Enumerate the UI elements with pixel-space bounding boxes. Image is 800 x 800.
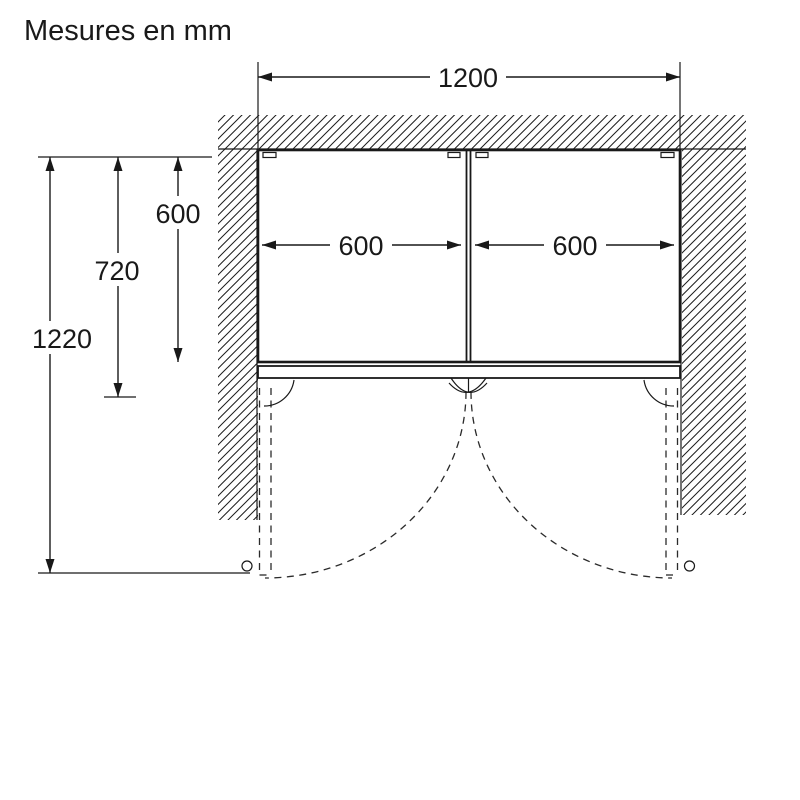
page-title: Mesures en mm xyxy=(24,15,232,47)
wall-top-band xyxy=(218,115,746,149)
left-door-swing-arc xyxy=(264,391,467,579)
hinge-mark-right xyxy=(660,151,675,159)
hinge-mark-center-right xyxy=(475,151,489,159)
label-plate xyxy=(149,196,207,229)
wall-hatching xyxy=(218,115,746,520)
left-hinge-corner-arc xyxy=(263,379,295,407)
wall-right-column xyxy=(682,149,746,515)
hinge-mark-left xyxy=(262,151,277,159)
right-door-swing-arc xyxy=(470,391,673,579)
door-swing xyxy=(241,388,696,579)
label-plate xyxy=(544,228,606,261)
door-front-band xyxy=(257,365,681,379)
right-door-handle-open xyxy=(683,560,696,572)
label-plate xyxy=(26,321,98,354)
appliance xyxy=(256,148,682,407)
left-door-handle-open xyxy=(241,560,253,572)
label-plate xyxy=(330,228,392,261)
hinge-mark-center-left xyxy=(447,151,461,159)
dimension-labels: 1200 1220 720 600 600 600 xyxy=(26,60,606,354)
label-plate xyxy=(88,253,146,286)
cabinet-outline xyxy=(256,148,682,364)
dim-label-depth-doors-open: 1220 xyxy=(32,324,92,354)
center-hinge-curl xyxy=(448,377,487,393)
wall-left-column xyxy=(218,149,258,520)
label-plate xyxy=(430,60,506,93)
dim-label-right-unit-width: 600 xyxy=(552,231,597,261)
dim-label-depth-incl-doors: 720 xyxy=(94,256,139,286)
right-hinge-corner-arc xyxy=(643,379,675,407)
dim-label-total-width: 1200 xyxy=(438,63,498,93)
dim-label-body-depth: 600 xyxy=(155,199,200,229)
dim-label-left-unit-width: 600 xyxy=(338,231,383,261)
